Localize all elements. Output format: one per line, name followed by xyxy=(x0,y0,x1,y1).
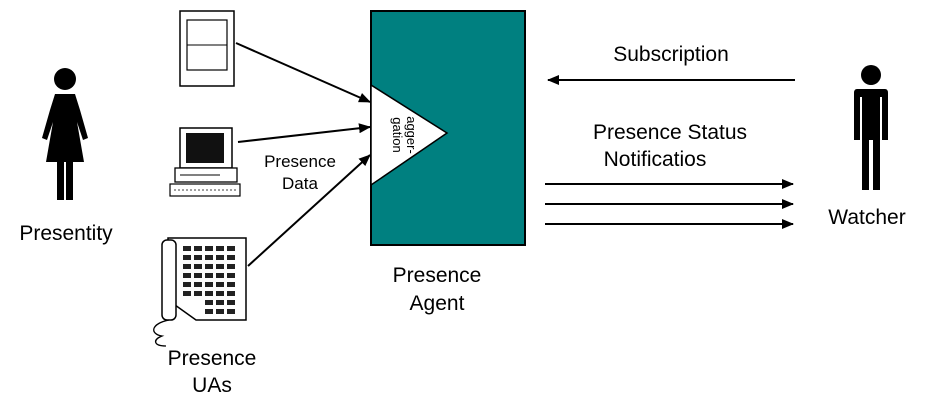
aggregation-label: agger- gation xyxy=(390,116,419,154)
pda-to-aggregation-arrow xyxy=(235,42,371,103)
presentity-label: Presentity xyxy=(19,222,113,245)
phone-to-aggregation-arrow xyxy=(247,154,371,267)
presence-agent-box xyxy=(370,10,526,246)
agent-label-line1: Presence xyxy=(393,264,482,287)
subscription-label: Subscription xyxy=(613,43,729,66)
desk-phone-icon xyxy=(153,237,247,347)
aggregation-label-line2: gation xyxy=(390,117,405,152)
notifications-label-line2: Notificatios xyxy=(604,148,707,171)
desktop-computer-icon xyxy=(169,127,241,197)
aggregation-label-line1: agger- xyxy=(404,116,419,154)
notifications-label-line1: Presence Status xyxy=(593,121,747,144)
watcher-icon xyxy=(854,65,888,190)
pda-device-icon xyxy=(179,10,235,87)
aggregation-triangle xyxy=(370,83,449,187)
presence-data-label-line1: Presence xyxy=(264,152,336,171)
presence-uas-label-line1: Presence xyxy=(168,347,257,370)
watcher-label: Watcher xyxy=(828,206,905,229)
presence-data-label-line2: Data xyxy=(282,174,318,193)
presentity-icon xyxy=(42,68,88,200)
computer-to-aggregation-arrow xyxy=(237,123,371,143)
agent-label-line2: Agent xyxy=(410,292,465,315)
presence-uas-label-line2: UAs xyxy=(192,374,232,397)
